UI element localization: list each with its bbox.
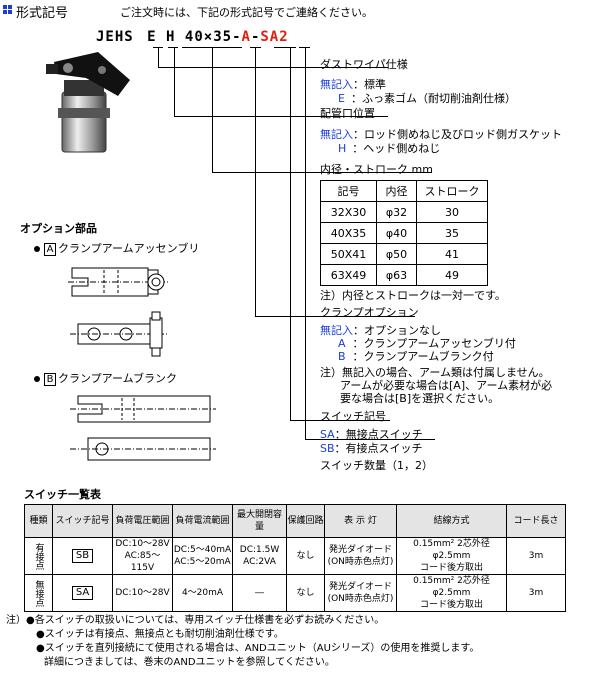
dust-wiper-options: 無記入：標準 E：ふっ素ゴム（耐切削油剤仕様）	[320, 78, 516, 105]
clamp-arm-assembly-top-drawing	[68, 267, 168, 297]
switch-qty-title: スイッチ数量（1，2）	[320, 459, 433, 472]
bullet-icon	[34, 246, 40, 252]
notes: 注）●各スイッチの取扱いについては、専用スイッチ仕様書を必ずお読みください。 ●…	[6, 615, 480, 668]
bore-stroke-note: 注）内径とストロークは一対一です。	[320, 289, 506, 302]
switch-code-title: スイッチ記号	[320, 410, 386, 423]
options-parts-title: オプション部品	[20, 222, 97, 235]
header-icon	[3, 5, 12, 14]
port-options: 無記入：ロッド側めねじ及びロッド側ガスケット H：ヘッド側めねじ	[320, 128, 562, 155]
clamp-cylinder-image	[46, 52, 130, 153]
switch-code-options: SA：無接点スイッチ SB：有接点スイッチ	[320, 428, 423, 455]
dust-wiper-title: ダストワイパ仕様	[320, 58, 408, 71]
bullet-icon	[34, 376, 40, 382]
header-title: 形式記号	[16, 6, 69, 21]
model-code: JEHS E H 40×35-A-SA2	[96, 29, 289, 45]
switch-table-title: スイッチ一覧表	[24, 488, 101, 501]
clamp-option-note: 注）無記入の場合、アーム類は付属しません。 アームが必要な場合は[A]、アーム素…	[320, 366, 553, 405]
clamp-arm-assembly-side-drawing	[70, 311, 168, 357]
clamp-arm-blank-side-drawing	[70, 437, 216, 461]
switch-table: 種類 スイッチ記号 負荷電圧範囲 負荷電流範囲 最大開閉容量 保護回路 表 示 …	[24, 504, 566, 612]
clamp-option-title: クランプオプション	[320, 306, 419, 319]
header-intro: ご注文時には、下記の形式記号でご連絡ください。	[120, 6, 373, 19]
clamp-option-options: 無記入：オプションなし A：クランプアームアッセンブリ付 B：クランプアームブラ…	[320, 324, 516, 363]
clamp-arm-blank-top-drawing	[70, 395, 216, 423]
port-title: 配管口位置	[320, 107, 375, 120]
table-row: 無接点 SA DC:10～28V 4～20mA ― なし 発光ダイオード(ON時…	[24, 574, 566, 612]
bore-stroke-title: 内径・ストローク mm	[320, 163, 433, 176]
